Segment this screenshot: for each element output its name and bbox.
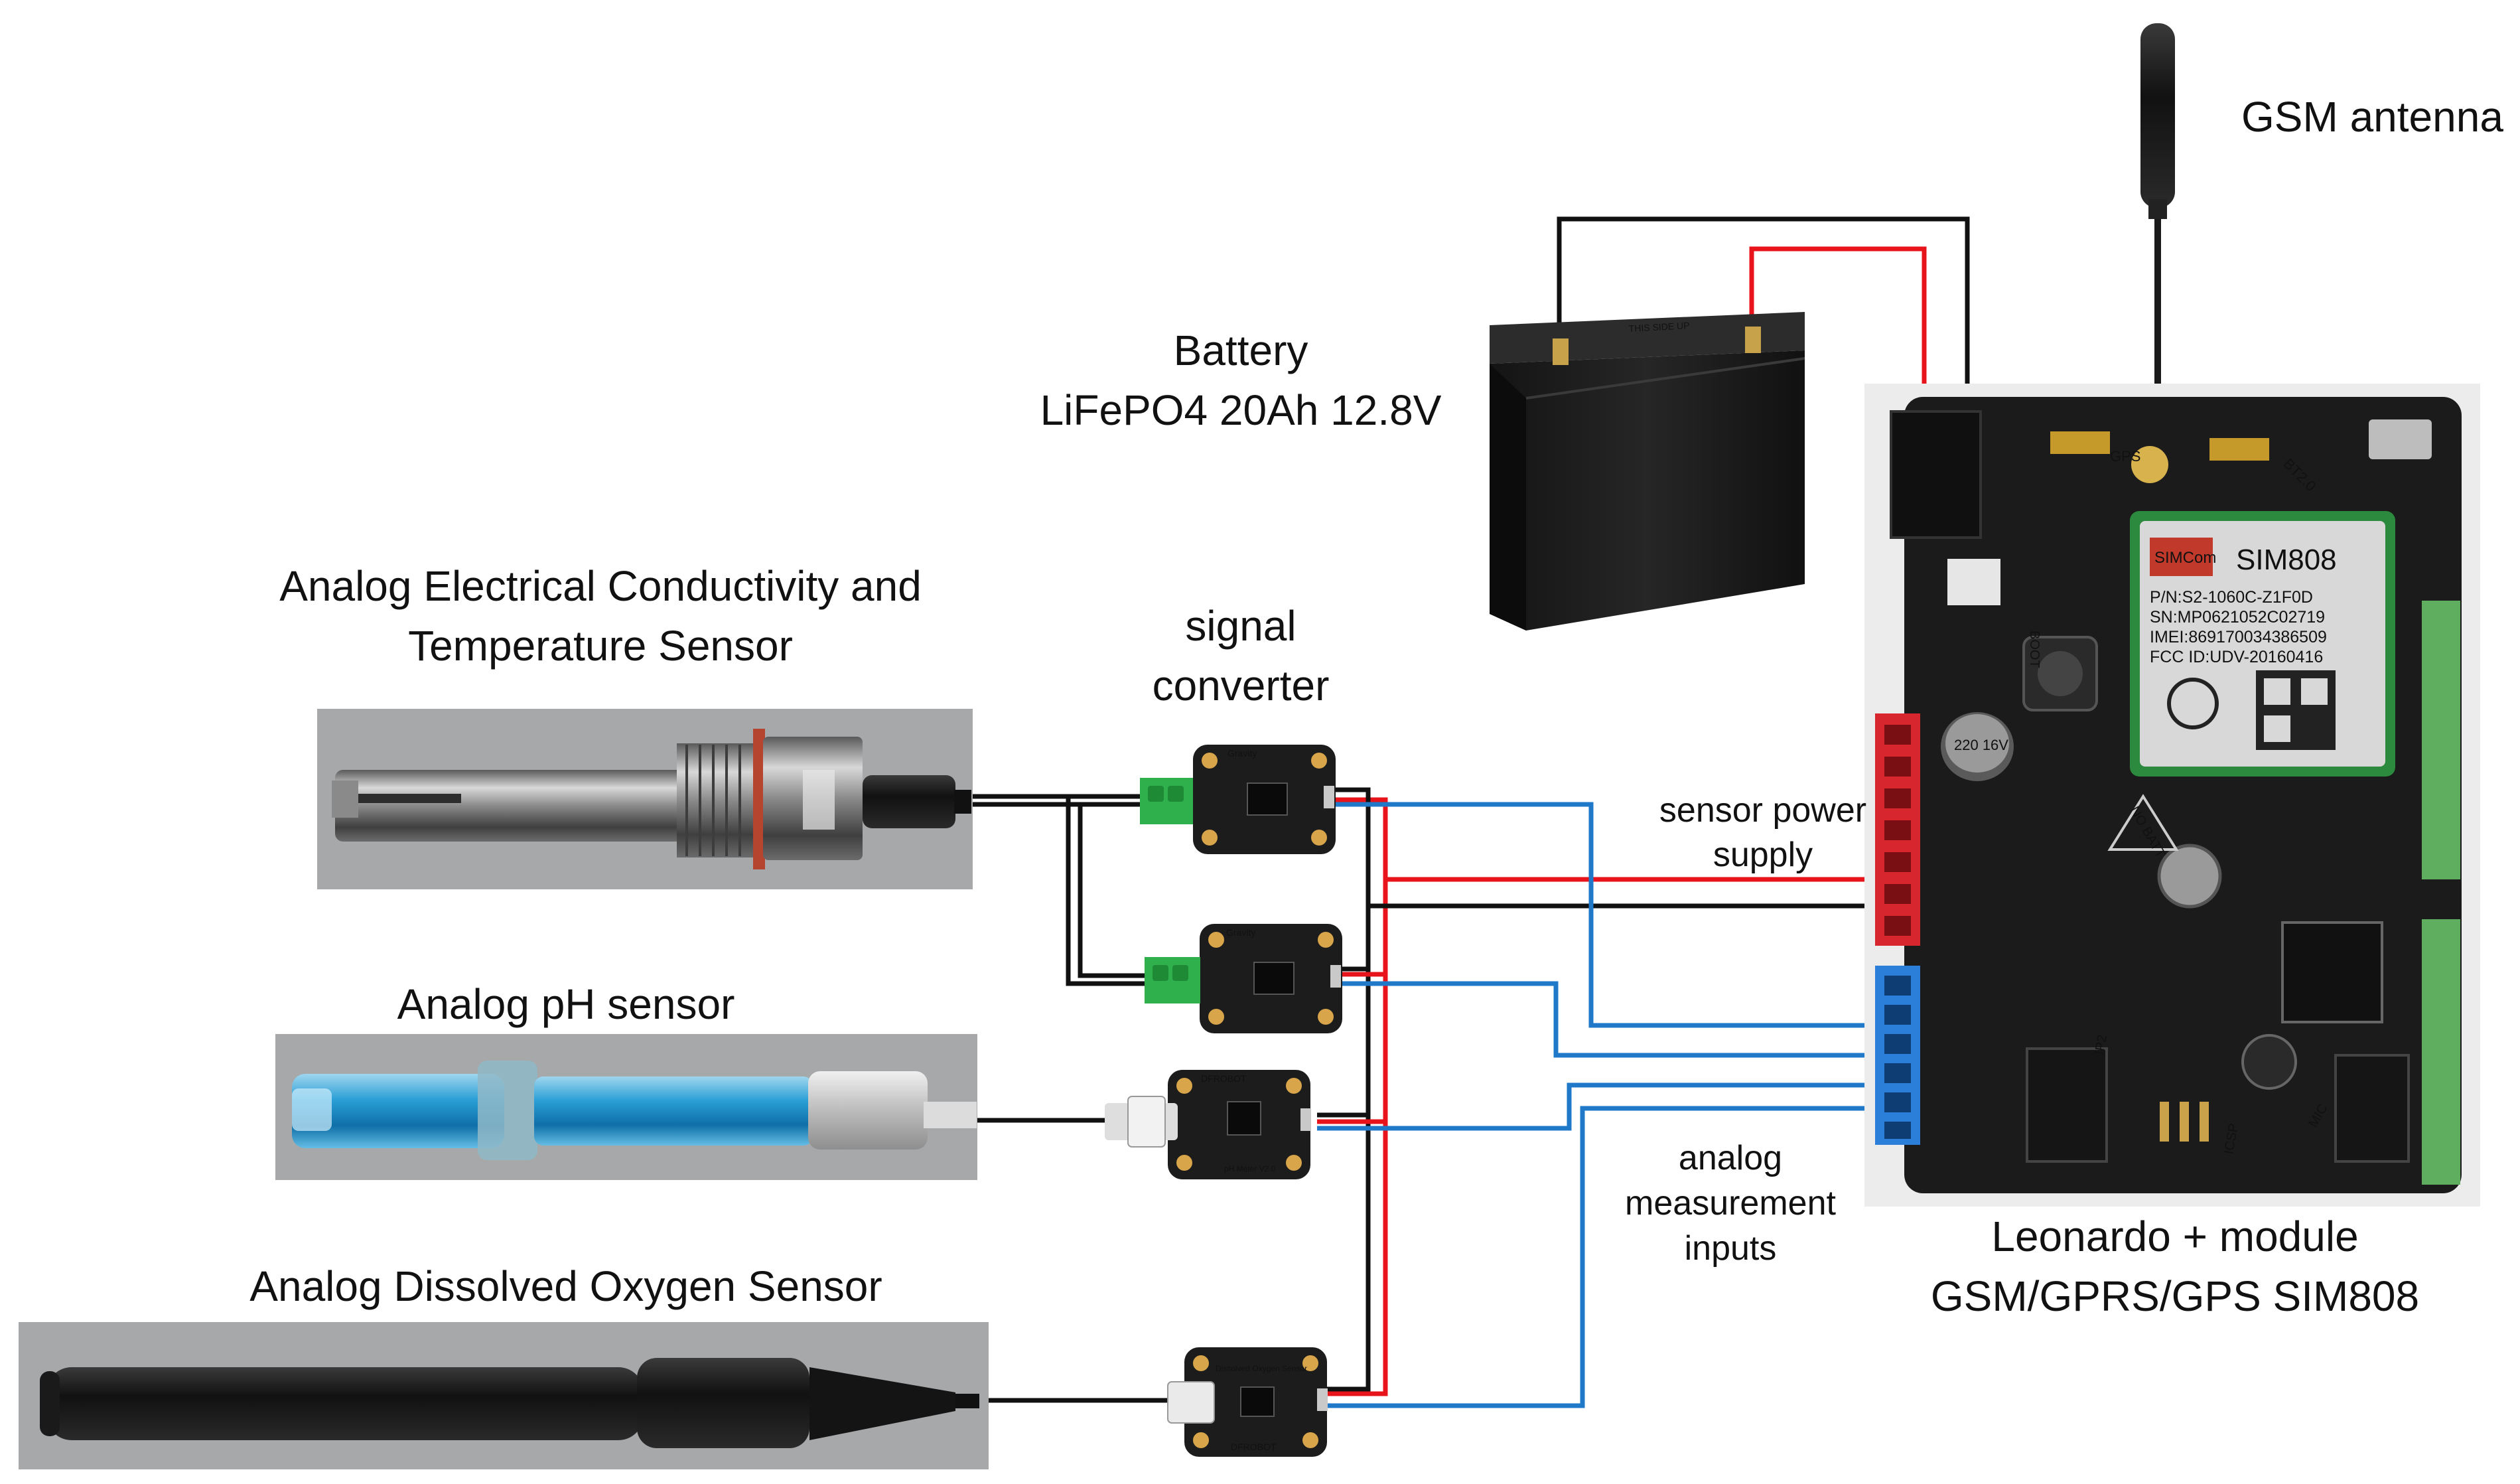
signal-ph (1317, 1082, 1881, 1131)
battery-label-line1: Battery (1174, 327, 1308, 374)
converter-ph-brand: DFROBOT (1201, 1073, 1247, 1084)
signal-converter-label-line1: signal (1185, 602, 1296, 650)
gsm-antenna-label: GSM antenna (2241, 93, 2503, 141)
battery: THIS SIDE UP (1490, 312, 1805, 631)
capacitor-marking: 220 16V (1954, 737, 2008, 753)
analog-inputs-label-line2: measurement (1625, 1184, 1836, 1223)
sensor-power-label-line1: sensor power (1659, 791, 1866, 830)
converter-ec-brand: Gravity (1227, 748, 1257, 759)
gps-marking: GPS (2110, 448, 2140, 465)
converter-ph-model: pH Meter V2.0 (1224, 1164, 1276, 1173)
ph-sensor-label: Analog pH sensor (397, 980, 735, 1028)
sim808-sn: SN:MP0621052C02719 (2150, 608, 2325, 627)
converter-do: Dissolved Oxygen Sensor DFROBOT (1167, 1347, 1328, 1457)
signal-ec (1324, 802, 1881, 1028)
battery-top-label: THIS SIDE UP (1628, 320, 1690, 334)
leonardo-board-photo: 220 16V SIMCom SIM808 P/N:S2-1060C-Z1F0D… (1864, 384, 2480, 1207)
converter-ec: Gravity (1140, 745, 1336, 854)
ph-sensor-photo (275, 1034, 977, 1180)
power-bus-red (1324, 797, 1388, 1396)
ip2-marking: IP2 (2092, 1033, 2110, 1055)
battery-positive-terminal (1745, 327, 1761, 353)
analog-inputs-label-line1: analog (1679, 1139, 1782, 1177)
ec-sensor-label-line2: Temperature Sensor (408, 622, 793, 670)
do-sensor-photo (19, 1322, 989, 1469)
converter-do-model: Dissolved Oxygen Sensor (1216, 1364, 1307, 1373)
sensor-power-label-line2: supply (1713, 836, 1813, 874)
sim808-title: SIM808 (2236, 544, 2337, 576)
converter-do-brand: DFROBOT (1231, 1442, 1277, 1452)
leonardo-label-line2: GSM/GPRS/GPS SIM808 (1931, 1272, 2419, 1320)
leonardo-label-line1: Leonardo + module (1991, 1213, 2358, 1260)
converter-temp: Gravity (1145, 924, 1342, 1033)
sim808-imei: IMEI:869170034386509 (2150, 628, 2327, 646)
signal-temp (1330, 981, 1881, 1058)
ec-temp-branch-2 (1078, 804, 1145, 978)
do-sensor-label: Analog Dissolved Oxygen Sensor (249, 1262, 882, 1310)
sim808-pn: P/N:S2-1060C-Z1F0D (2150, 588, 2313, 607)
battery-black-wire (1557, 216, 1970, 418)
converter-temp-brand: Gravity (1226, 927, 1255, 938)
converter-ph: DFROBOT pH Meter V2.0 (1105, 1070, 1311, 1179)
signal-do (1327, 1106, 1881, 1408)
battery-negative-terminal (1553, 338, 1569, 365)
signal-converter-label-line2: converter (1153, 662, 1330, 709)
gsm-antenna (2140, 23, 2175, 425)
power-bus-black (1324, 787, 1371, 1392)
ec-temp-branch-1 (1066, 796, 1145, 986)
ec-sensor-label-line1: Analog Electrical Conductivity and (279, 562, 922, 610)
simcom-logo: SIMCom (2154, 549, 2216, 567)
ec-sensor-photo (317, 709, 973, 889)
battery-red-wire (1749, 246, 1927, 418)
battery-label-line2: LiFePO4 20Ah 12.8V (1040, 386, 1442, 434)
sim808-fcc: FCC ID:UDV-20160416 (2150, 648, 2323, 666)
labels: GSM antenna Battery LiFePO4 20Ah 12.8V A… (249, 93, 2503, 1320)
boot-marking: BOOT (2027, 631, 2042, 668)
analog-inputs-label-line3: inputs (1685, 1229, 1777, 1268)
